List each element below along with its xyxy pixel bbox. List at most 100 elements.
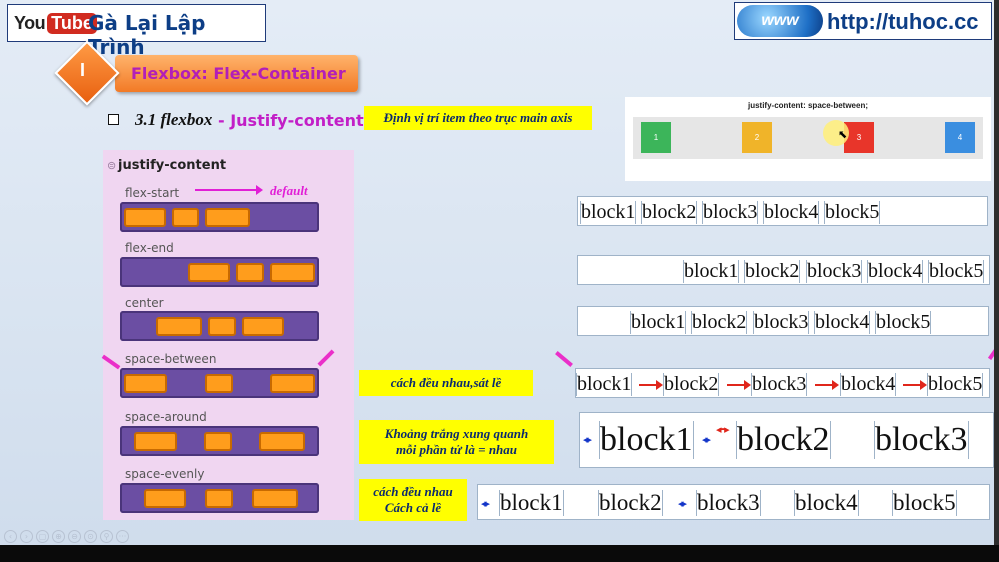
flex-item xyxy=(124,208,166,227)
channel-name: Gà Lại Lập Trình xyxy=(88,11,206,59)
example-box-1: 1 xyxy=(641,122,671,153)
row-center: block1 block2 block3 block4 block5 xyxy=(577,306,989,336)
block-item: block3 xyxy=(806,260,863,283)
pink-pointer-arrow-icon xyxy=(555,351,573,367)
flex-item xyxy=(270,374,315,393)
block-item: block3 xyxy=(696,490,761,516)
row-flex-start: block1 block2 block3 block4 block5 xyxy=(577,196,988,226)
flex-item xyxy=(242,317,284,336)
flex-item xyxy=(205,489,233,508)
jc-label-flex-end: flex-end xyxy=(125,241,174,255)
youtube-logo: You Tube xyxy=(14,11,97,35)
block-item: block3 xyxy=(702,201,759,224)
slide-view-icon[interactable]: ▢ xyxy=(36,530,49,543)
right-edge-border xyxy=(994,0,999,545)
website-url: http://tuhoc.cc xyxy=(827,9,979,34)
flex-item xyxy=(205,374,233,393)
flex-item xyxy=(259,432,305,451)
block-item: block2 xyxy=(598,490,663,516)
blue-double-arrow-icon: ◂▸ xyxy=(702,433,711,446)
block-item: block4 xyxy=(867,260,924,283)
flex-item xyxy=(208,317,236,336)
example-title: justify-content: space-between; xyxy=(747,101,868,110)
flex-item xyxy=(270,263,315,282)
jc-bar-space-between xyxy=(120,368,319,398)
space-around-note-line2: mỗi phần tử là = nhau xyxy=(395,442,518,457)
red-double-arrow-icon: ◂━▸ xyxy=(716,423,730,436)
jc-label-flex-start: flex-start xyxy=(125,186,180,200)
subheading-accent: - Justify-content xyxy=(218,111,364,130)
example-box-3: 3 xyxy=(844,122,874,153)
flex-item xyxy=(144,489,186,508)
block-item: block1 xyxy=(499,490,564,516)
block-item: block4 xyxy=(814,311,871,334)
space-evenly-note-line1: cách đều nhau xyxy=(373,484,453,499)
flex-item xyxy=(134,432,177,451)
more-options-icon[interactable]: ··· xyxy=(116,530,129,543)
section-title-banner xyxy=(115,55,358,92)
space-around-note: Khoảng trắng xung quanh mỗi phần tử là =… xyxy=(359,420,554,464)
flex-item xyxy=(252,489,298,508)
flex-item xyxy=(172,208,199,227)
row-flex-end: block1 block2 block3 block4 block5 xyxy=(577,255,990,285)
youtube-tube-text: Tube xyxy=(47,12,97,34)
block-item: block1 xyxy=(576,373,633,396)
search-icon[interactable]: ⚲ xyxy=(100,530,113,543)
jc-label-space-around: space-around xyxy=(125,410,207,424)
block-item: block5 xyxy=(824,201,881,224)
block-item: block1 xyxy=(599,421,694,459)
jc-bar-flex-end xyxy=(120,257,319,287)
red-arrow-icon xyxy=(727,380,751,390)
flex-item xyxy=(236,263,264,282)
block-item: block1 xyxy=(683,260,740,283)
block-item: block3 xyxy=(874,421,969,459)
jc-label-space-evenly: space-evenly xyxy=(125,467,205,481)
flex-item xyxy=(188,263,230,282)
example-box-4: 4 xyxy=(945,122,975,153)
space-evenly-note-line2: Cách cả lề xyxy=(384,500,442,515)
pointer-icon[interactable]: ⊙ xyxy=(84,530,97,543)
row-space-evenly: ◂▸ block1 block2 ◂▸ block3 block4 block5 xyxy=(477,484,990,520)
main-axis-note: Định vị trí item theo trục main axis xyxy=(364,106,592,130)
blue-double-arrow-icon: ◂▸ xyxy=(678,497,687,510)
block-item: block5 xyxy=(892,490,957,516)
section-number: I xyxy=(80,60,86,80)
space-evenly-note: cách đều nhau Cách cả lề xyxy=(359,479,467,521)
www-globe-logo: www xyxy=(737,5,823,37)
block-item: block2 xyxy=(736,421,831,459)
row-space-between: block1 block2 block3 block4 block5 xyxy=(575,368,990,398)
example-flex-container: 1 2 3 4 xyxy=(633,117,983,159)
red-arrow-icon xyxy=(815,380,839,390)
block-item: block4 xyxy=(794,490,859,516)
block-item: block3 xyxy=(753,311,810,334)
flex-item xyxy=(124,374,167,393)
block-item: block3 xyxy=(751,373,808,396)
block-item: block1 xyxy=(580,201,637,224)
previous-slide-icon[interactable]: ‹ xyxy=(4,530,17,543)
next-slide-icon[interactable]: › xyxy=(20,530,33,543)
block-item: block5 xyxy=(928,260,985,283)
zoom-in-icon[interactable]: ⊕ xyxy=(52,530,65,543)
slideshow-controls[interactable]: ‹ › ▢ ⊕ ⊖ ⊙ ⚲ ··· xyxy=(4,530,129,543)
flex-item xyxy=(156,317,202,336)
flex-item xyxy=(205,208,250,227)
subheading-prefix: 3.1 flexbox xyxy=(135,110,213,129)
jc-bar-center xyxy=(120,311,319,341)
zoom-out-icon[interactable]: ⊖ xyxy=(68,530,81,543)
jc-label-space-between: space-between xyxy=(125,352,217,366)
red-arrow-icon xyxy=(903,380,927,390)
block-item: block2 xyxy=(744,260,801,283)
block-item: block1 xyxy=(630,311,687,334)
block-item: block4 xyxy=(840,373,897,396)
flex-item xyxy=(204,432,232,451)
jc-bar-flex-start xyxy=(120,202,319,232)
mouse-cursor-highlight xyxy=(823,120,849,146)
block-item: block2 xyxy=(641,201,698,224)
jc-bar-space-around xyxy=(120,426,319,456)
block-item: block5 xyxy=(875,311,932,334)
youtube-you-text: You xyxy=(14,12,46,33)
space-between-example-screenshot: justify-content: space-between; 1 2 3 4 xyxy=(625,97,991,181)
red-arrow-icon xyxy=(639,380,663,390)
youtube-channel-badge: You Tube Gà Lại Lập Trình xyxy=(7,4,266,59)
section-title: Flexbox: Flex-Container xyxy=(131,64,346,83)
